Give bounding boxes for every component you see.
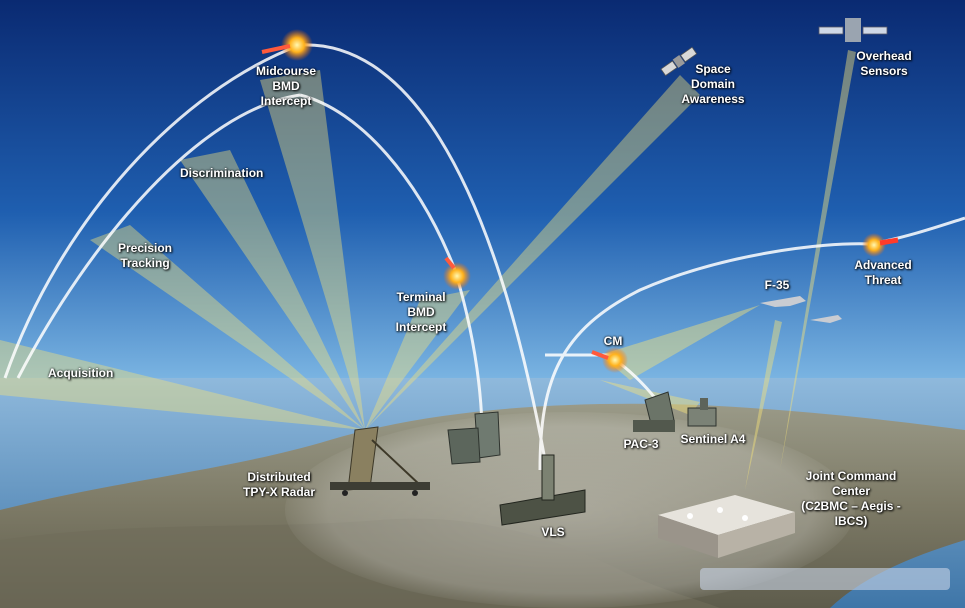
label-terminal-intercept: Terminal BMD Intercept bbox=[395, 290, 447, 334]
label-discrimination: Discrimination bbox=[180, 166, 264, 180]
label-precision-tracking: Precision Tracking bbox=[117, 241, 173, 270]
label-overhead-sensors: Overhead Sensors bbox=[856, 49, 912, 78]
label-sentinel-a4: Sentinel A4 bbox=[680, 432, 746, 446]
f35-jets bbox=[760, 296, 842, 323]
label-vls: VLS bbox=[541, 525, 565, 539]
joint-command-center-building bbox=[658, 495, 795, 558]
label-cm: CM bbox=[603, 334, 623, 348]
space-satellite bbox=[660, 46, 698, 77]
terminal-launcher bbox=[447, 411, 501, 465]
tpy-x-radar bbox=[330, 426, 430, 496]
label-advanced-threat: Advanced Threat bbox=[854, 258, 912, 287]
label-joint-command-center: Joint Command Center (C2BMC – Aegis - IB… bbox=[801, 469, 901, 528]
label-pac3: PAC-3 bbox=[623, 437, 659, 451]
sentinel-radar bbox=[687, 398, 717, 427]
label-acquisition: Acquisition bbox=[48, 366, 114, 380]
label-midcourse-intercept: Midcourse BMD Intercept bbox=[255, 64, 317, 108]
overhead-satellite bbox=[818, 18, 888, 42]
label-space-domain-awareness: Space Domain Awareness bbox=[681, 62, 745, 106]
label-tpy-x-radar: Distributed TPY-X Radar bbox=[242, 470, 316, 499]
pac3-launcher bbox=[633, 391, 675, 432]
vls-ship bbox=[499, 454, 586, 526]
label-f35: F-35 bbox=[764, 278, 790, 292]
intercept-bursts bbox=[261, 29, 899, 373]
